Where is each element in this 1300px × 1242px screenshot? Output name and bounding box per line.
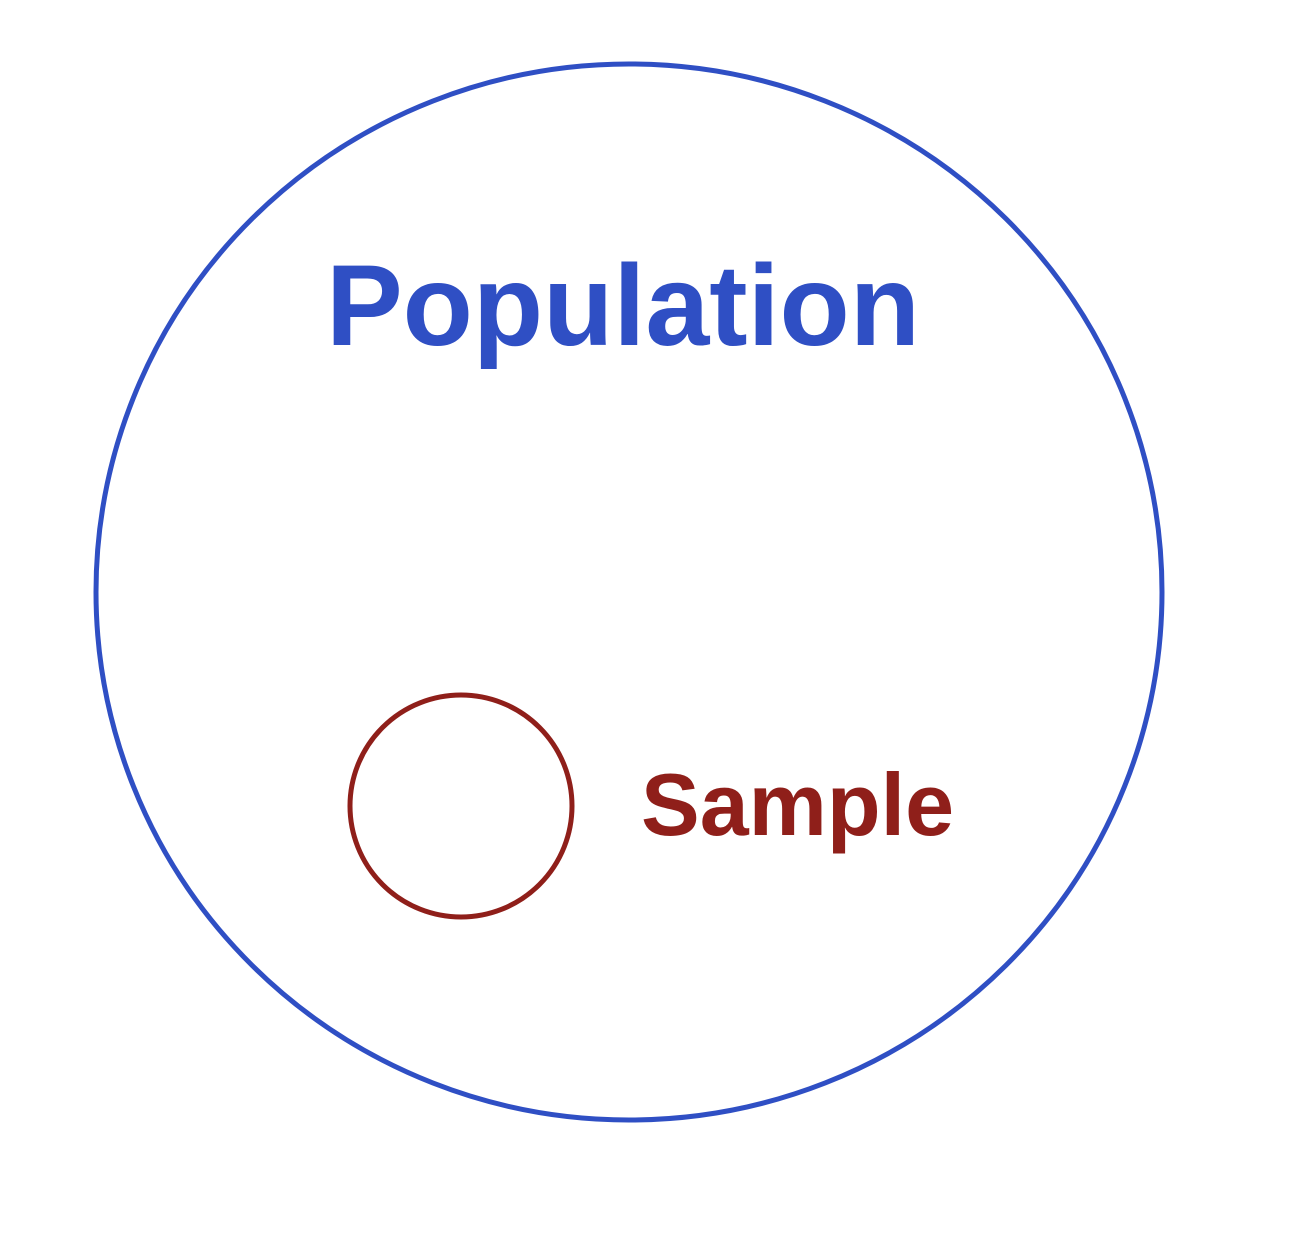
sample-label: Sample [641,755,954,854]
population-circle [93,61,1165,1123]
sample-circle [347,692,575,920]
population-label: Population [326,242,920,370]
